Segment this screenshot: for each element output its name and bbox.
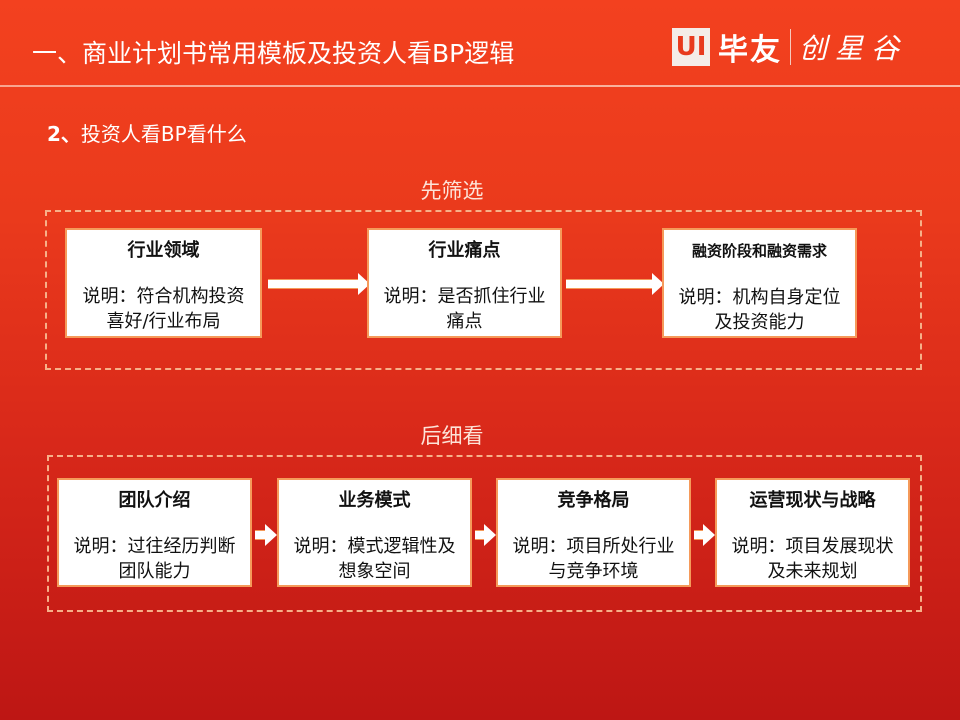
- stage2-box-2: 业务模式 说明：模式逻辑性及想象空间: [277, 478, 472, 587]
- box-title: 团队介绍: [118, 490, 191, 511]
- box-desc: 说明：过往经历判断团队能力: [73, 536, 236, 582]
- subtitle-number: 2、: [47, 122, 81, 146]
- arrow-right-icon: [255, 524, 277, 546]
- logo-brand: 毕友: [718, 33, 782, 68]
- box-desc: 说明：机构自身定位及投资能力: [678, 287, 841, 333]
- box-desc: 说明：项目所处行业与竞争环境: [512, 536, 675, 582]
- header-divider: [0, 85, 960, 87]
- logo-divider: [790, 29, 791, 65]
- stage2-box-3: 竞争格局 说明：项目所处行业与竞争环境: [496, 478, 691, 587]
- logo-ui-mark: UI: [672, 28, 710, 66]
- stage1-box-3: 融资阶段和融资需求 说明：机构自身定位及投资能力: [662, 228, 857, 338]
- box-desc: 说明：符合机构投资喜好/行业布局: [82, 286, 245, 332]
- stage1-box-2: 行业痛点 说明：是否抓住行业痛点: [367, 228, 562, 338]
- section-subtitle: 2、投资人看BP看什么: [47, 118, 247, 147]
- subtitle-text: 投资人看BP看什么: [80, 122, 247, 146]
- box-desc: 说明：是否抓住行业痛点: [383, 286, 546, 332]
- stage2-box-4: 运营现状与战略 说明：项目发展现状及未来规划: [715, 478, 910, 587]
- box-title: 融资阶段和融资需求: [691, 242, 827, 260]
- arrow-right-icon: [566, 273, 664, 295]
- stage2-title: 后细看: [420, 424, 484, 448]
- box-title: 行业痛点: [428, 240, 501, 261]
- stage1-box-1: 行业领域 说明：符合机构投资喜好/行业布局: [65, 228, 262, 338]
- logo-partner: 创星谷: [799, 32, 908, 65]
- arrow-right-icon: [475, 524, 496, 546]
- box-title: 业务模式: [338, 490, 411, 511]
- stage1-title: 先筛选: [420, 179, 484, 203]
- arrow-right-icon: [694, 524, 715, 546]
- box-title: 运营现状与战略: [749, 490, 876, 511]
- box-title: 竞争格局: [557, 490, 630, 511]
- box-desc: 说明：模式逻辑性及想象空间: [293, 536, 456, 582]
- stage1-frame: [45, 210, 922, 370]
- slide-title: 一、商业计划书常用模板及投资人看BP逻辑: [32, 39, 515, 68]
- box-desc: 说明：项目发展现状及未来规划: [731, 536, 894, 582]
- arrow-right-icon: [268, 273, 370, 295]
- brand-logo: UI 毕友 创星谷: [672, 27, 908, 68]
- box-title: 行业领域: [127, 240, 200, 261]
- stage2-frame: [47, 455, 922, 612]
- stage2-box-1: 团队介绍 说明：过往经历判断团队能力: [57, 478, 252, 587]
